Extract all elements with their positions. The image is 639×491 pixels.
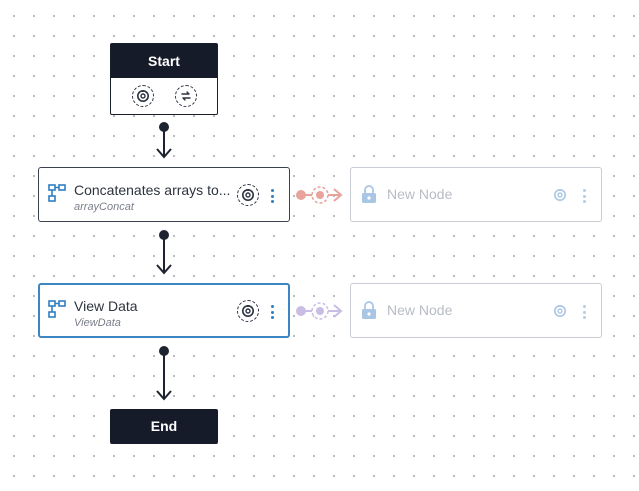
loop-icon[interactable] — [175, 85, 197, 107]
start-node-label: Start — [111, 44, 217, 78]
more-options-icon — [582, 189, 586, 203]
settings-icon[interactable] — [237, 184, 259, 206]
more-options-icon — [582, 305, 586, 319]
settings-icon — [553, 188, 567, 207]
connector-node1-to-node2[interactable] — [156, 230, 172, 275]
lock-icon — [361, 301, 377, 325]
more-options-icon[interactable] — [270, 305, 274, 319]
node-title: Concatenates arrays to... — [74, 182, 231, 198]
node-subtitle: ViewData — [74, 317, 121, 329]
workflow-node-view-data[interactable]: View Data ViewData — [38, 283, 290, 338]
flow-chart-icon — [48, 184, 66, 207]
node-title: View Data — [74, 298, 138, 314]
new-node-label: New Node — [387, 302, 453, 318]
flow-chart-icon — [48, 300, 66, 323]
end-node[interactable]: End — [110, 409, 218, 444]
node-subtitle: arrayConcat — [74, 201, 134, 213]
settings-icon[interactable] — [237, 300, 259, 322]
workflow-node-array-concat[interactable]: Concatenates arrays to... arrayConcat — [38, 167, 290, 222]
new-node-label: New Node — [387, 186, 453, 202]
settings-icon — [553, 304, 567, 323]
connector-node2-to-new-node[interactable] — [296, 302, 343, 320]
end-node-label: End — [150, 418, 178, 434]
settings-icon[interactable] — [132, 85, 154, 107]
new-node-placeholder[interactable]: New Node — [350, 283, 602, 338]
new-node-placeholder[interactable]: New Node — [350, 167, 602, 222]
connector-start-to-node1[interactable] — [156, 122, 172, 159]
connector-node1-to-new-node[interactable] — [296, 186, 343, 204]
connector-node2-to-end[interactable] — [156, 346, 172, 401]
start-node[interactable]: Start — [110, 43, 218, 115]
more-options-icon[interactable] — [270, 189, 274, 203]
lock-icon — [361, 185, 377, 209]
